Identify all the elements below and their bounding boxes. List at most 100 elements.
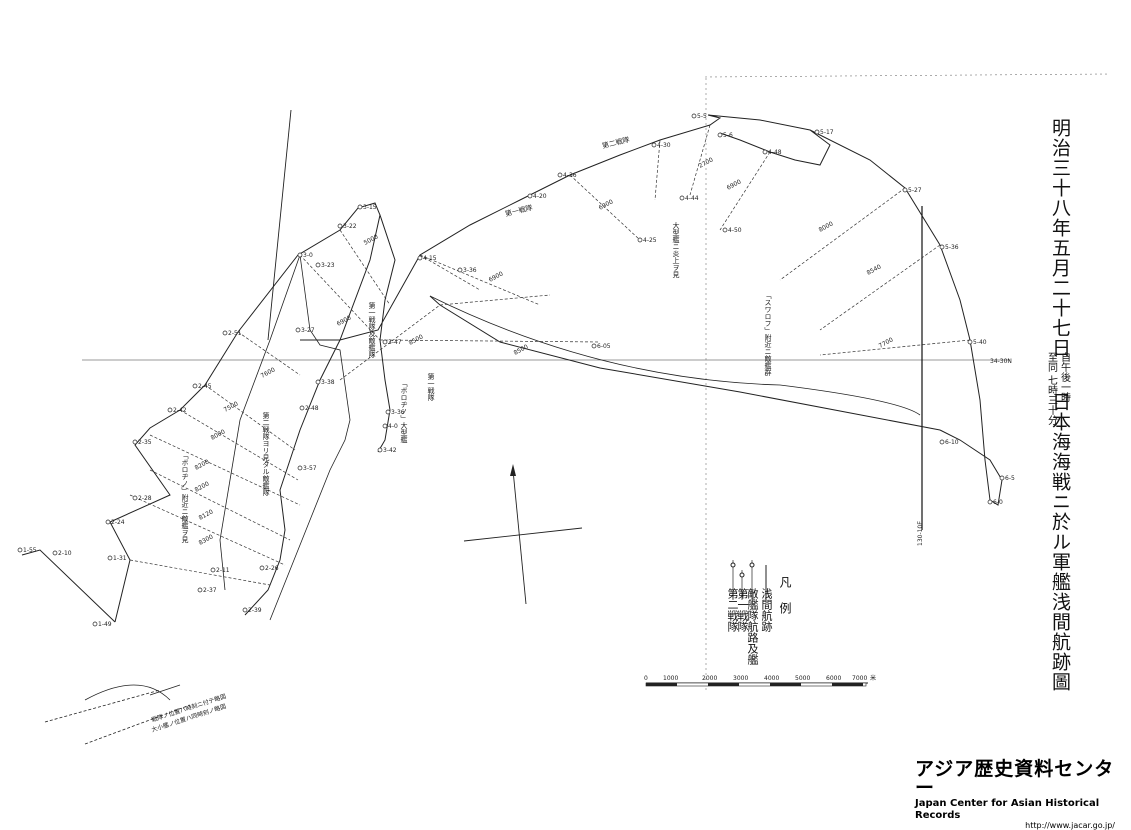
distance-label: 6900 [598, 198, 615, 211]
scale-bar: 0 1000 2000 3000 4000 5000 6000 7000 米 [644, 674, 876, 687]
track-point [337, 223, 343, 229]
track-point [382, 339, 388, 345]
distance-label: 8200 [194, 480, 211, 493]
track-point [357, 204, 363, 210]
track-time-label: 4-25 [643, 237, 657, 244]
track-time-label: 2-24 [111, 519, 125, 526]
track-point [295, 327, 301, 333]
svg-text:4000: 4000 [764, 675, 779, 682]
track-time-label: 2-39 [248, 607, 262, 614]
track-time-label: 5-40 [973, 339, 987, 346]
distance-label: 7600 [260, 366, 277, 379]
jacar-logo-english: Japan Center for Asian Historical Record… [915, 798, 1100, 821]
legend-item-first-squadron: 第一戦隊 [736, 588, 749, 632]
svg-text:5000: 5000 [795, 675, 810, 682]
track-point [999, 475, 1005, 481]
track-point [107, 555, 113, 561]
track-time-label: 4-44 [685, 195, 699, 202]
track-time-label: 3-36 [463, 267, 477, 274]
track-time-label: 3-42 [383, 447, 397, 454]
distance-labels: 6900750085006900760080008200820081208300… [194, 156, 895, 546]
track-point [192, 383, 198, 389]
track-point [814, 129, 820, 135]
distance-label: 8120 [198, 508, 215, 521]
track-point [297, 465, 303, 471]
svg-text:6000: 6000 [826, 675, 841, 682]
track-point [167, 407, 173, 413]
latitude-label: 34-30N [990, 358, 1012, 365]
track-time-label: 5-17 [820, 129, 834, 136]
legend-item-asama: 浅間航跡 [760, 588, 773, 632]
note-suvorov: 「スワロフ」附近ニ敵艦群 [764, 292, 772, 376]
track-point [132, 495, 138, 501]
track-time-label: 2-10 [58, 550, 72, 557]
track-point [679, 195, 685, 201]
track-time-label: 1-49 [98, 621, 112, 628]
track-time-label: 3-23 [321, 262, 335, 269]
track-time-label: 2-45 [198, 383, 212, 390]
longitude-label: 130-10E [917, 521, 924, 546]
track-time-label: 4-15 [423, 255, 437, 262]
track-time-label: 2-51 [228, 330, 242, 337]
svg-text:米: 米 [870, 674, 876, 682]
distance-label: 2700 [698, 156, 715, 169]
track-point [762, 149, 768, 155]
track-time-label: 2-42 [173, 407, 187, 414]
svg-text:0: 0 [644, 675, 648, 682]
distance-label: 7700 [878, 336, 895, 349]
track-point [222, 330, 228, 336]
svg-text:1000: 1000 [663, 675, 678, 682]
track-time-label: 1-31 [113, 555, 127, 562]
track-time-label: 3-57 [303, 465, 317, 472]
track-time-label: 5-6 [723, 132, 733, 139]
track-point [105, 519, 111, 525]
svg-text:3000: 3000 [733, 675, 748, 682]
legend-item-second-squadron: 第二戦隊 [726, 588, 739, 632]
compass-vertical [512, 469, 527, 605]
compass-north-arrow [510, 464, 516, 476]
bottom-ship-columns [44, 684, 191, 745]
track-point [132, 439, 138, 445]
track-point [987, 499, 993, 505]
distance-label: 8540 [866, 263, 883, 276]
track-point [242, 607, 248, 613]
legend-symbols [730, 560, 767, 600]
map-title-part1: 明治三十八年五月二十七日 [1049, 118, 1071, 358]
track-point [382, 423, 388, 429]
track-point [52, 550, 58, 556]
track-time-label: 2-37 [203, 587, 217, 594]
track-time-label: 3-22 [343, 223, 357, 230]
distance-label: 6900 [726, 178, 743, 191]
track-time-label: 4-0 [388, 423, 398, 430]
distance-label: 8200 [194, 458, 211, 471]
fleet-track-line [267, 109, 292, 341]
track-time-label: 4-48 [768, 149, 782, 156]
legend-item-enemy: 敵艦隊航路及艦 [746, 588, 759, 665]
compass-horizontal [463, 527, 583, 542]
distance-label: 8500 [513, 343, 530, 356]
track-time-label: 2-28 [138, 495, 152, 502]
track-time-label: 3-0 [303, 252, 313, 259]
track-point [210, 567, 216, 573]
track-time-label: 4-20 [533, 193, 547, 200]
track-point [92, 621, 98, 627]
note-first-squadron-b: 第一戦隊 [427, 373, 435, 401]
jacar-logo: アジア歴史資料センター Japan Center for Asian Histo… [915, 760, 1127, 830]
track-point [259, 565, 265, 571]
jacar-logo-japanese: アジア歴史資料センター [915, 758, 1115, 799]
track-point [17, 547, 23, 553]
track-point [939, 439, 945, 445]
track-point [315, 262, 321, 268]
track-point [722, 227, 728, 233]
track-point [377, 447, 383, 453]
track-time-label: 4-36 [563, 172, 577, 179]
track-point [902, 187, 908, 193]
track-point [591, 343, 597, 349]
distance-label: 6900 [336, 314, 353, 327]
track-time-label: 3-36 [391, 409, 405, 416]
distance-label: 8000 [818, 220, 835, 233]
svg-text:2000: 2000 [702, 675, 717, 682]
track-time-label: 5-27 [908, 187, 922, 194]
distance-label: 6900 [488, 270, 505, 283]
